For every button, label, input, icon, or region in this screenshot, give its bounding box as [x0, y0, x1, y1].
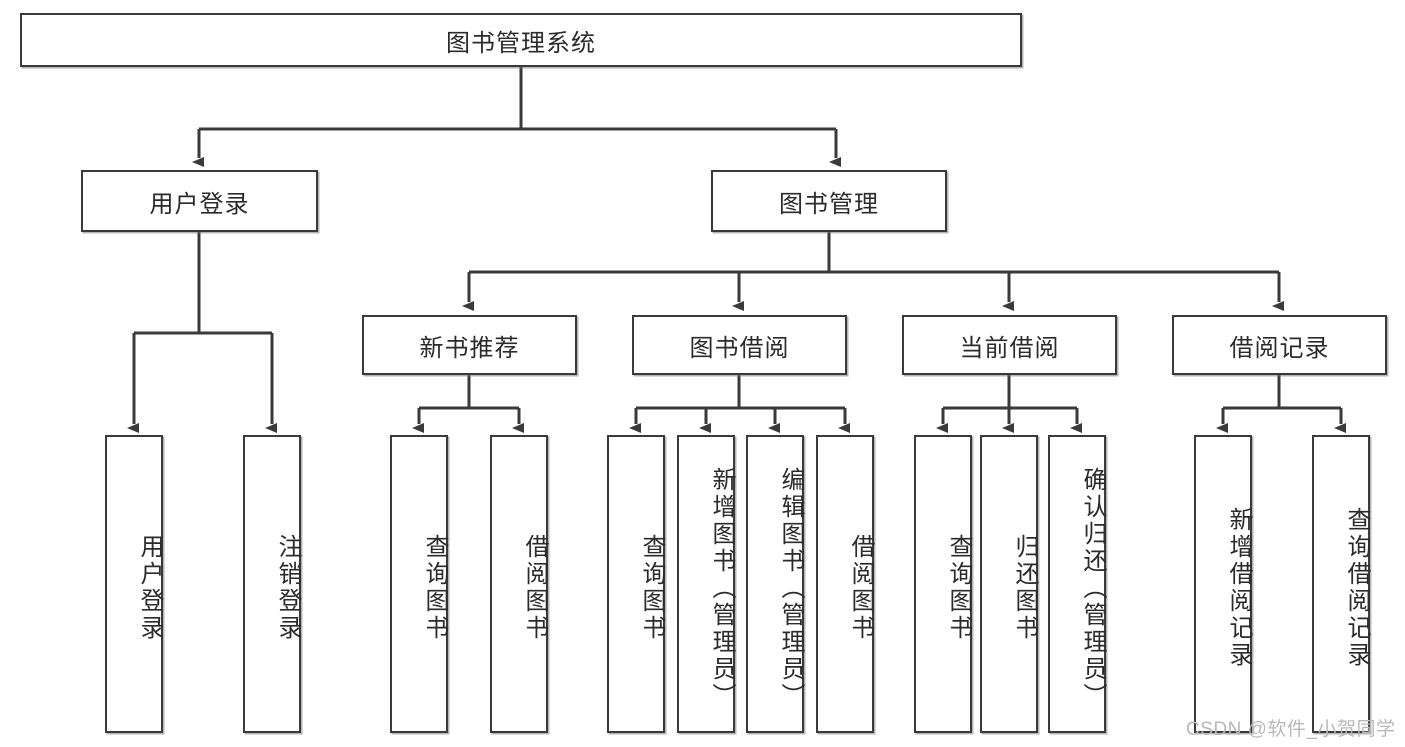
node-root-book-management-system[interactable]: 图书管理系统 [20, 13, 1022, 67]
node-label: 图书管理 [779, 190, 879, 218]
node-new-book-recommend[interactable]: 新书推荐 [362, 315, 577, 375]
node-label: 新增借阅记录 [1225, 507, 1252, 669]
node-label: 查询图书 [945, 534, 972, 642]
leaf-borrow-book-borrow[interactable]: 借阅图书 [816, 435, 874, 733]
node-borrow-record[interactable]: 借阅记录 [1172, 315, 1387, 375]
leaf-borrow-book-new-recommend[interactable]: 借阅图书 [490, 435, 548, 733]
leaf-add-book-admin[interactable]: 新增图书（管理员） [677, 435, 735, 733]
node-book-management[interactable]: 图书管理 [711, 170, 947, 232]
leaf-edit-book-admin[interactable]: 编辑图书（管理员） [746, 435, 804, 733]
node-label: 新书推荐 [419, 334, 520, 362]
node-label: 查询图书 [421, 534, 448, 642]
node-label: 用户登录 [149, 190, 250, 218]
node-label: 图书管理系统 [446, 29, 596, 57]
node-label: 编辑图书（管理员） [777, 466, 804, 710]
leaf-confirm-return-admin[interactable]: 确认归还（管理员） [1048, 435, 1106, 733]
node-label: 归还图书 [1011, 534, 1038, 642]
watermark-text: CSDN @软件_小贺同学 [1186, 719, 1396, 740]
node-label: 注销登录 [274, 534, 301, 642]
leaf-user-logout[interactable]: 注销登录 [243, 435, 301, 733]
node-label: 借阅记录 [1229, 334, 1330, 362]
node-label: 借阅图书 [847, 534, 874, 642]
node-label: 图书借阅 [689, 334, 790, 362]
node-current-borrow[interactable]: 当前借阅 [902, 315, 1117, 375]
node-label: 用户登录 [136, 534, 163, 642]
leaf-query-book-borrow[interactable]: 查询图书 [607, 435, 665, 733]
node-label: 新增图书（管理员） [708, 466, 735, 710]
leaf-query-book-current[interactable]: 查询图书 [914, 435, 972, 733]
leaf-add-borrow-record[interactable]: 新增借阅记录 [1194, 435, 1252, 733]
node-label: 确认归还（管理员） [1079, 466, 1106, 710]
leaf-user-login[interactable]: 用户登录 [105, 435, 163, 733]
node-label: 当前借阅 [959, 334, 1060, 362]
leaf-return-book[interactable]: 归还图书 [980, 435, 1038, 733]
node-label: 查询借阅记录 [1343, 507, 1370, 669]
leaf-query-borrow-record[interactable]: 查询借阅记录 [1312, 435, 1370, 733]
node-label: 查询图书 [638, 534, 665, 642]
node-user-login[interactable]: 用户登录 [81, 170, 318, 232]
node-book-borrow[interactable]: 图书借阅 [632, 315, 847, 375]
leaf-query-book-new-recommend[interactable]: 查询图书 [390, 435, 448, 733]
node-label: 借阅图书 [521, 534, 548, 642]
